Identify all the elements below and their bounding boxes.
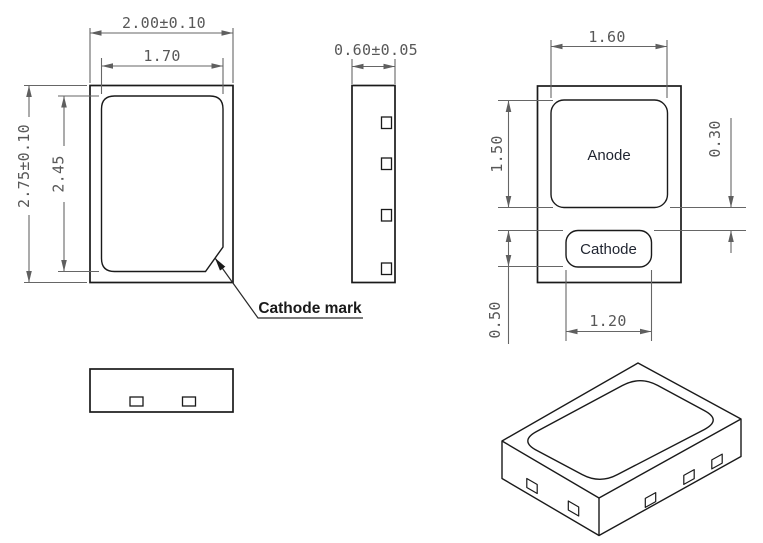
electrode-mark <box>129 396 144 407</box>
anode-pad <box>550 99 669 209</box>
anode-label: Anode <box>587 147 630 164</box>
dim-cathode-height: 0.50 <box>486 229 563 344</box>
dim-label-width-inner: 1.70 <box>143 47 180 65</box>
front-view: 2.00±0.10 1.70 2.75±0.10 2.45 Ca <box>15 14 363 319</box>
castellation-mark <box>644 492 657 508</box>
dim-pad-gap: 0.30 <box>654 118 746 253</box>
package-outline <box>536 85 682 284</box>
cathode-label: Cathode <box>580 241 637 258</box>
side-outline <box>351 84 396 284</box>
dim-label-cathode-width: 1.20 <box>589 312 626 330</box>
dim-width-outer: 2.00±0.10 <box>89 14 234 83</box>
castellation-mark <box>711 453 723 470</box>
package-outline <box>89 84 234 284</box>
leader-line <box>214 257 363 319</box>
isometric-view <box>501 362 742 537</box>
dim-height-inner: 2.45 <box>50 95 99 273</box>
emitting-surface-recess <box>527 380 714 480</box>
bottom-outline <box>89 368 234 413</box>
bottom-view <box>89 368 234 413</box>
castellation-mark <box>380 208 393 222</box>
led-body-outline-with-cathode-chamfer <box>100 95 224 273</box>
cathode-mark-callout: Cathode mark <box>214 257 363 319</box>
dim-thickness: 0.60±0.05 <box>334 41 418 84</box>
dim-label-height-outer: 2.75±0.10 <box>15 124 33 208</box>
dim-anode-height: 1.50 <box>488 99 553 209</box>
castellation-mark <box>567 500 580 517</box>
dim-label-thickness: 0.60±0.05 <box>334 41 418 59</box>
pad-layout-view: Anode Cathode 1.60 1.50 0.30 <box>486 28 746 344</box>
dim-label-anode-height: 1.50 <box>488 135 506 172</box>
dim-height-outer: 2.75±0.10 <box>15 84 87 284</box>
electrode-mark <box>181 396 197 407</box>
dim-width-inner: 1.70 <box>100 47 224 94</box>
dim-label-pad-gap: 0.30 <box>706 120 724 157</box>
side-view: 0.60±0.05 <box>334 41 418 284</box>
dim-label-width-outer: 2.00±0.10 <box>122 14 206 32</box>
dim-label-height-inner: 2.45 <box>50 155 68 192</box>
dim-label-anode-width: 1.60 <box>588 28 625 46</box>
side-castellation-marks <box>526 453 723 517</box>
dim-label-cathode-height: 0.50 <box>486 301 504 338</box>
castellation-mark <box>380 157 393 171</box>
castellation-mark <box>683 469 695 485</box>
cathode-mark-label: Cathode mark <box>258 300 362 317</box>
castellation-mark <box>380 262 393 276</box>
dim-anode-width: 1.60 <box>550 28 668 98</box>
dim-cathode-width: 1.20 <box>565 270 653 341</box>
cathode-pad <box>565 229 653 268</box>
castellation-mark <box>380 116 393 130</box>
castellation-mark <box>526 477 538 495</box>
package-3d-silhouette <box>501 362 742 537</box>
